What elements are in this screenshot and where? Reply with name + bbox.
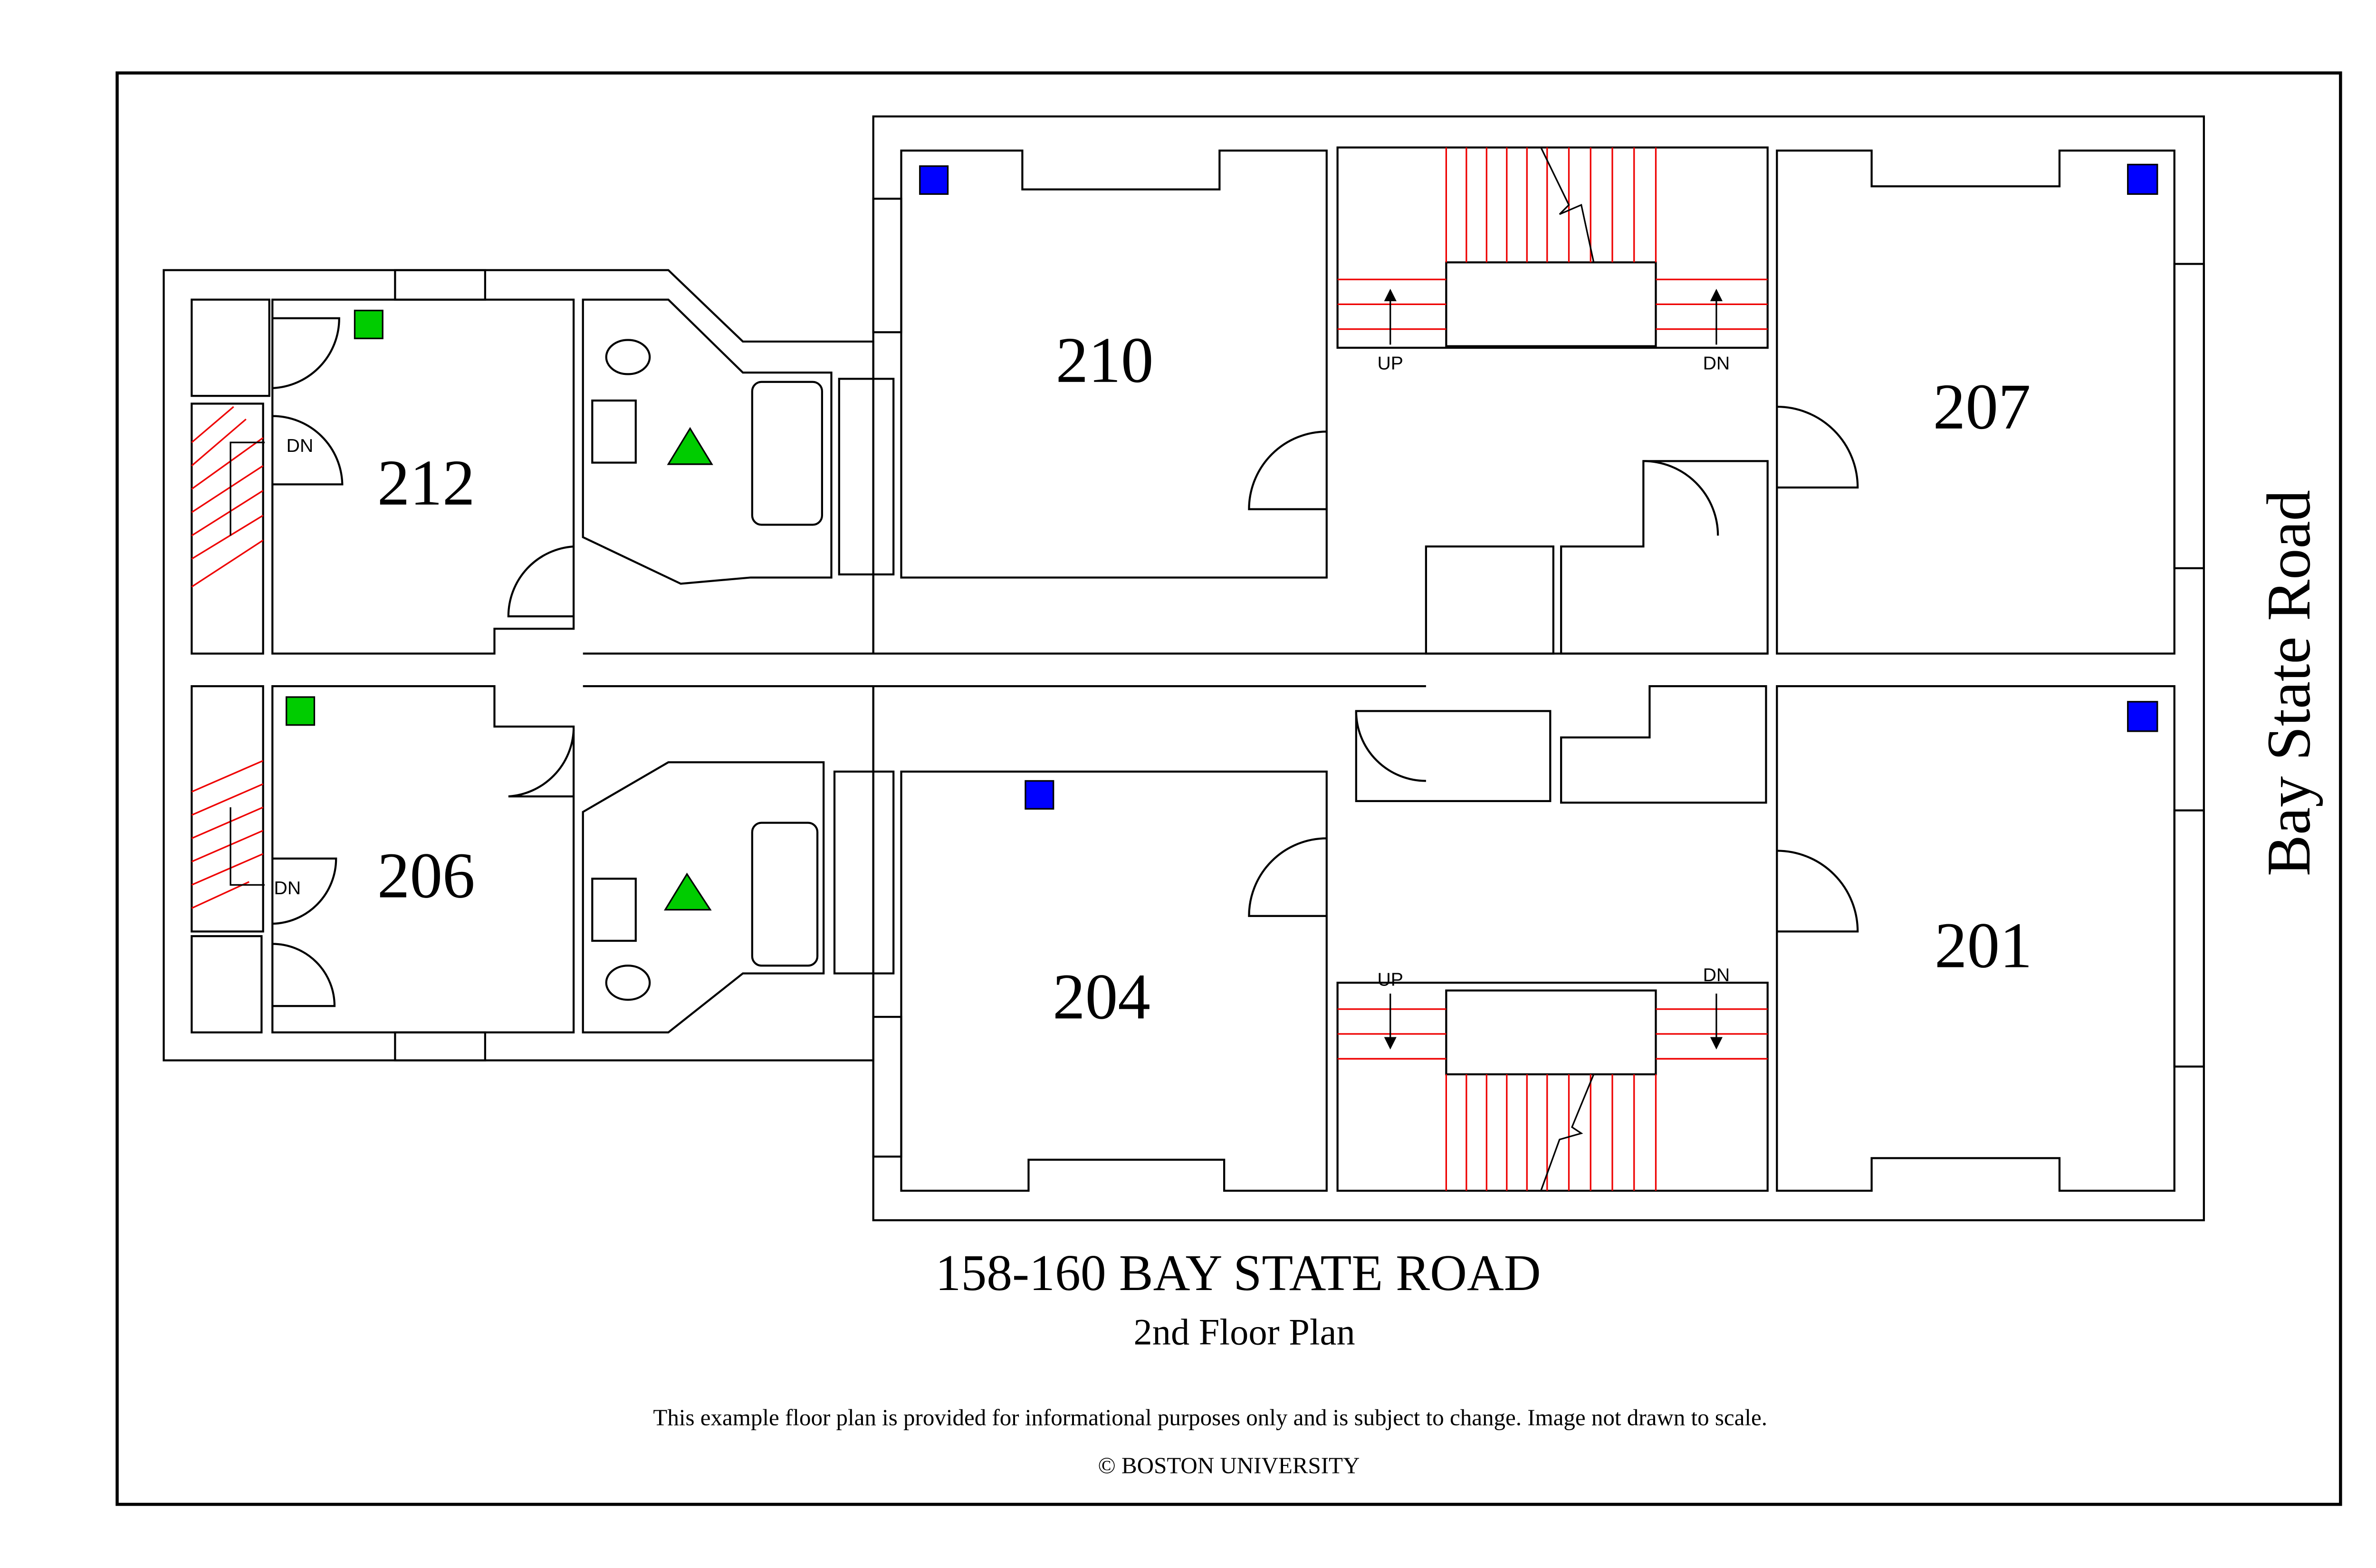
staircase-north: UP DN [1336,146,1769,374]
stair-label-dn: DN [274,878,301,899]
stair-label-dn: DN [1703,354,1730,374]
closet [833,770,895,975]
room-207[interactable]: 207 [1776,149,2175,655]
street-label: Bay State Road [2255,490,2323,876]
copyright: © BOSTON UNIVERSITY [1098,1453,1360,1479]
toilet-icon [605,965,651,1001]
stair-label-up: UP [1378,970,1403,990]
stair-label-up: UP [1378,354,1403,374]
windows [394,198,2205,1158]
toilet-icon [605,339,651,375]
staircase-west-south: DN [191,685,301,933]
green-triangle-marker [663,872,712,911]
plan-title: 158-160 BAY STATE ROAD [935,1245,1541,1301]
green-triangle-marker [667,427,713,465]
bathroom-south [582,761,825,1033]
staircase-west-north: DN [191,402,314,655]
utility-room [1425,545,1554,655]
closet [191,935,263,1033]
room-204[interactable]: 204 [833,770,1328,1192]
closet [1560,460,1769,655]
bathtub-icon [751,381,824,526]
plan-subtitle: 2nd Floor Plan [1134,1311,1355,1353]
sink-icon [591,399,637,464]
room-number: 207 [1933,371,2031,443]
bathtub-icon [751,822,819,967]
blue-marker [2127,163,2158,195]
room-201[interactable]: 201 [1776,685,2175,1192]
disclaimer: This example floor plan is provided for … [653,1404,1767,1430]
page-frame [115,71,2342,1506]
closet [191,298,270,397]
room-number: 206 [377,840,475,912]
room-number: 212 [377,447,475,519]
doors [272,317,1859,1007]
blue-marker [1025,780,1054,810]
room-number: 201 [1935,909,2032,982]
stair-label-dn: DN [1703,965,1730,985]
closet [1355,710,1552,803]
stair-label-dn: DN [287,436,314,456]
staircase-south: UP DN [1336,965,1769,1192]
closet [838,378,895,576]
sink-icon [591,878,637,942]
blue-marker [919,165,949,195]
room-number: 210 [1056,324,1154,396]
green-marker [286,696,316,726]
green-marker [354,309,383,339]
utility-room [1560,685,1767,804]
room-210[interactable]: 210 [838,149,1328,579]
room-212[interactable]: 212 [191,298,575,655]
blue-marker [2127,701,2158,732]
room-number: 204 [1053,960,1150,1033]
room-206[interactable]: 206 [191,685,575,1033]
bathroom-north [582,298,833,585]
